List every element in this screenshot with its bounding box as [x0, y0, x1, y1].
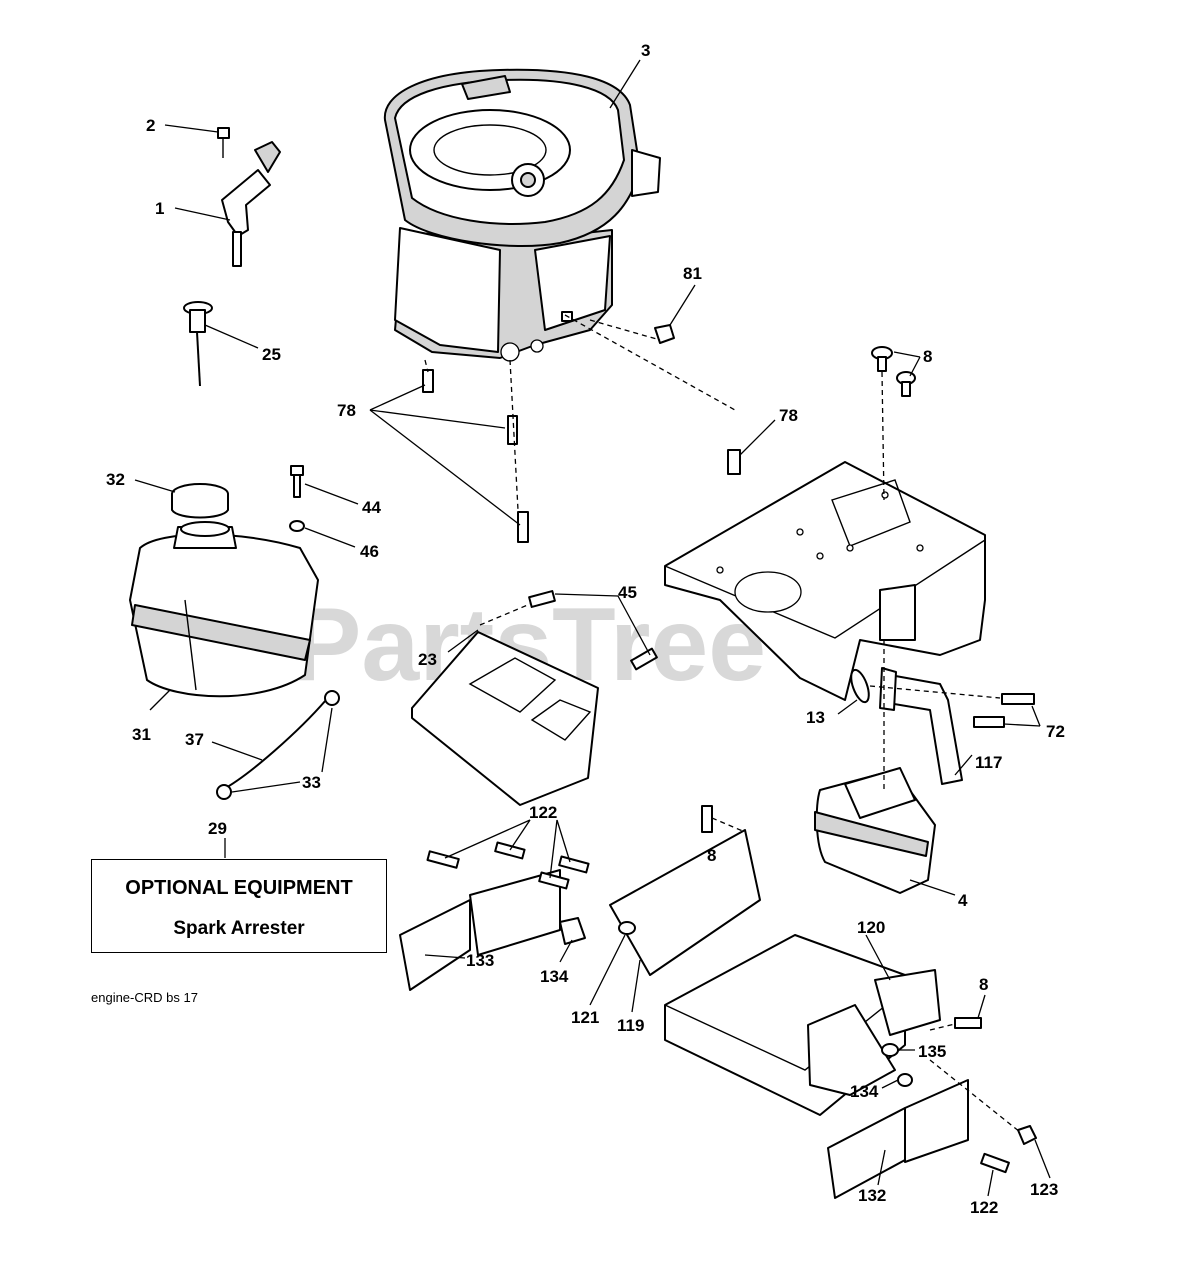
callout-25: 25: [262, 345, 281, 364]
bolt-122-rear[interactable]: [980, 1152, 1010, 1174]
fuel-line-part[interactable]: [216, 690, 340, 800]
fuel-tank-part[interactable]: [129, 521, 319, 698]
callout-13: 13: [806, 708, 825, 727]
bolt-44[interactable]: [290, 465, 304, 498]
bracket-132[interactable]: [827, 1079, 969, 1199]
callout-121: 121: [571, 1008, 599, 1027]
callout-31: 31: [132, 725, 151, 744]
spacer-121[interactable]: [618, 921, 636, 935]
callout-23: 23: [418, 650, 437, 669]
callout-numbers: 3 2 1 25 81 78 78 8 32 44 46 45 23 31 37…: [106, 41, 1065, 1217]
callout-8-mid: 8: [707, 846, 716, 865]
callout-78-left: 78: [337, 401, 356, 420]
callout-134-rear: 134: [850, 1082, 879, 1101]
front-bolts-122[interactable]: [426, 841, 590, 890]
optional-equipment-title: OPTIONAL EQUIPMENT: [125, 877, 353, 899]
bolt-8-mid[interactable]: [701, 805, 713, 833]
callout-123: 123: [1030, 1180, 1058, 1199]
bracket-119[interactable]: [609, 829, 761, 976]
throttle-control-part[interactable]: [217, 127, 281, 267]
bolts-45[interactable]: [528, 590, 658, 671]
callout-81: 81: [683, 264, 702, 283]
heat-shield-part[interactable]: [411, 631, 599, 806]
callout-3: 3: [641, 41, 650, 60]
spacer-134-rear[interactable]: [897, 1073, 913, 1087]
callout-120: 120: [857, 918, 885, 937]
callout-119: 119: [617, 1016, 644, 1035]
engine-bolts-78[interactable]: [422, 369, 741, 543]
gasket-13[interactable]: [848, 668, 873, 705]
callout-134-front: 134: [540, 967, 569, 986]
spacer-135[interactable]: [881, 1043, 899, 1057]
callout-8-top: 8: [923, 347, 932, 366]
dipstick-part[interactable]: [183, 301, 213, 387]
nut-81[interactable]: [654, 324, 675, 344]
callout-122-front: 122: [529, 803, 557, 822]
optional-equipment-box: OPTIONAL EQUIPMENT Spark Arrester: [91, 859, 387, 953]
callout-132: 132: [858, 1186, 886, 1205]
callout-29: 29: [208, 819, 227, 838]
callout-4: 4: [958, 891, 968, 910]
nut-123[interactable]: [1017, 1125, 1037, 1145]
callout-1: 1: [155, 199, 164, 218]
callout-44: 44: [362, 498, 381, 517]
engine-part[interactable]: [383, 68, 661, 362]
engine-plate-part[interactable]: [664, 461, 986, 701]
bracket-133[interactable]: [399, 869, 561, 991]
callout-32: 32: [106, 470, 125, 489]
callout-122-rear: 122: [970, 1198, 998, 1217]
spark-arrester-label: Spark Arrester: [173, 918, 305, 939]
callout-72: 72: [1046, 722, 1065, 741]
callout-37: 37: [185, 730, 204, 749]
exhaust-pipe-117[interactable]: [879, 667, 963, 785]
callout-78-right: 78: [779, 406, 798, 425]
diagram-caption: engine-CRD bs 17: [91, 990, 198, 1005]
callout-45: 45: [618, 583, 637, 602]
callout-133: 133: [466, 951, 494, 970]
leader-lines: [134, 59, 1051, 1197]
callout-135: 135: [918, 1042, 946, 1061]
washer-46[interactable]: [289, 520, 305, 532]
callout-33: 33: [302, 773, 321, 792]
callout-46: 46: [360, 542, 379, 561]
callout-8-right: 8: [979, 975, 988, 994]
bolt-8-right[interactable]: [954, 1017, 982, 1029]
frame-part[interactable]: [664, 934, 941, 1116]
bolts-72[interactable]: [973, 693, 1035, 728]
muffler-part[interactable]: [814, 767, 936, 894]
callout-2: 2: [146, 116, 155, 135]
callout-117: 117: [975, 753, 1002, 772]
fuel-cap-part[interactable]: [171, 483, 229, 519]
spacer-134-front[interactable]: [559, 917, 586, 945]
